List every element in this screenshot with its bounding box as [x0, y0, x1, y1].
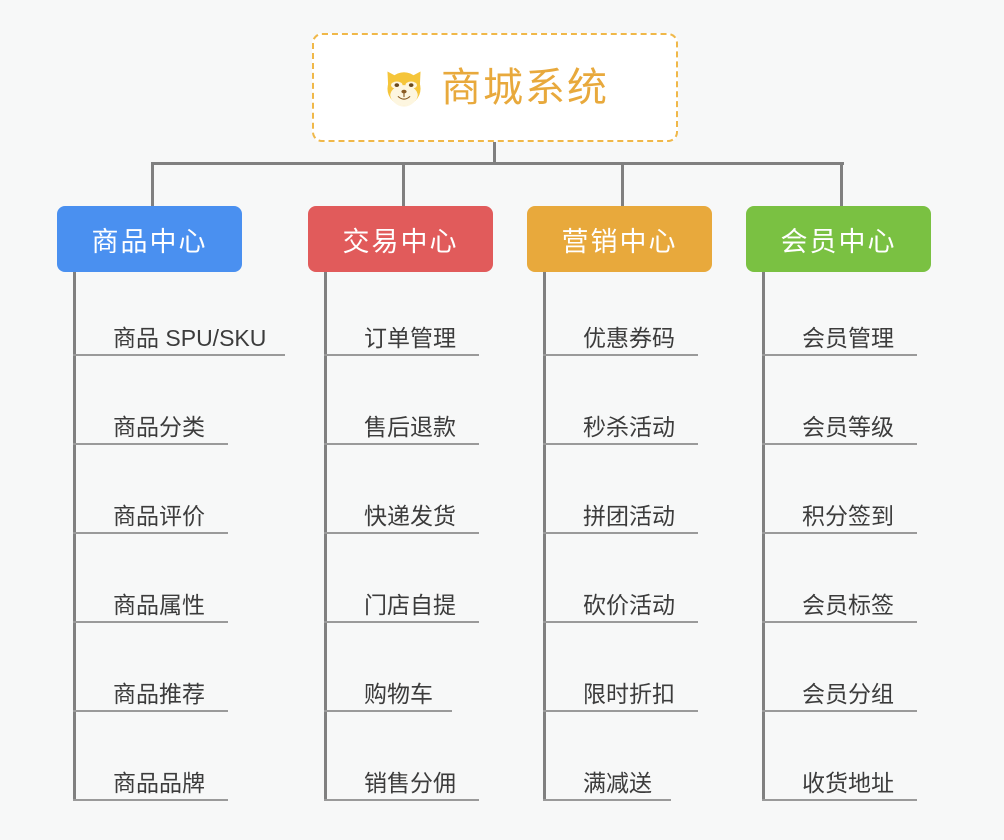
leaf-underline: [73, 532, 228, 534]
category-box-1[interactable]: 商品中心: [57, 206, 242, 272]
leaf-item-label: 商品推荐: [113, 681, 205, 707]
leaf-underline: [762, 710, 917, 712]
leaf-item-label: 会员等级: [802, 414, 894, 440]
branch-drop-connector-4: [840, 162, 843, 208]
leaf-underline: [762, 799, 917, 801]
leaf-item-label: 购物车: [364, 681, 433, 707]
leaf-item-label: 拼团活动: [583, 503, 675, 529]
root-title: 商城系统: [441, 65, 609, 110]
leaf-item-label: 限时折扣: [583, 681, 675, 707]
leaf-underline: [543, 710, 698, 712]
leaf-item-label: 秒杀活动: [583, 414, 675, 440]
leaf-underline: [543, 532, 698, 534]
category-label-1: 商品中心: [91, 226, 208, 257]
leaf-item-label: 商品品牌: [113, 770, 205, 796]
leaf-item-label: 订单管理: [364, 325, 456, 351]
leaf-underline: [73, 443, 228, 445]
branch-drop-connector-2: [402, 162, 405, 208]
branch-spine: [543, 272, 546, 799]
branch-spine: [324, 272, 327, 799]
leaf-underline: [73, 621, 228, 623]
root-stem-connector: [493, 142, 496, 164]
category-box-3[interactable]: 营销中心: [527, 206, 712, 272]
leaf-underline: [324, 799, 479, 801]
leaf-underline: [73, 799, 228, 801]
branch-drop-connector-3: [621, 162, 624, 208]
root-node[interactable]: 商城系统: [312, 33, 678, 142]
leaf-underline: [73, 354, 285, 356]
leaf-underline: [762, 532, 917, 534]
leaf-item-label: 商品分类: [113, 414, 205, 440]
category-label-3: 营销中心: [561, 226, 678, 257]
leaf-underline: [324, 354, 479, 356]
leaf-item-label: 快递发货: [364, 503, 456, 529]
leaf-item-label: 商品 SPU/SKU: [113, 325, 267, 351]
dog-face-icon: [387, 70, 421, 107]
leaf-item-label: 会员分组: [802, 681, 894, 707]
leaf-underline: [543, 443, 698, 445]
leaf-item-label: 销售分佣: [364, 770, 456, 796]
leaf-underline: [762, 621, 917, 623]
leaf-item-label: 商品评价: [113, 503, 205, 529]
leaf-item-label: 积分签到: [802, 503, 894, 529]
branch-drop-connector-1: [151, 162, 154, 208]
category-box-4[interactable]: 会员中心: [746, 206, 931, 272]
category-box-2[interactable]: 交易中心: [308, 206, 493, 272]
leaf-item-label: 商品属性: [113, 592, 205, 618]
leaf-underline: [762, 354, 917, 356]
leaf-item-label: 满减送: [583, 770, 652, 796]
leaf-underline: [543, 799, 671, 801]
leaf-item-label: 收货地址: [802, 770, 894, 796]
leaf-underline: [543, 354, 698, 356]
leaf-item-label: 门店自提: [364, 592, 456, 618]
leaf-underline: [762, 443, 917, 445]
category-label-4: 会员中心: [780, 226, 897, 257]
branch-spine: [73, 272, 76, 799]
leaf-underline: [324, 621, 479, 623]
leaf-underline: [543, 621, 698, 623]
leaf-underline: [73, 710, 228, 712]
leaf-item-label: 会员标签: [802, 592, 894, 618]
leaf-item-label: 会员管理: [802, 325, 894, 351]
leaf-underline: [324, 532, 479, 534]
leaf-underline: [324, 710, 452, 712]
category-label-2: 交易中心: [342, 226, 459, 257]
leaf-item-label: 砍价活动: [583, 592, 675, 618]
leaf-item-label: 售后退款: [364, 414, 456, 440]
branch-spine: [762, 272, 765, 799]
leaf-underline: [324, 443, 479, 445]
branch-bus-connector: [152, 162, 844, 165]
leaf-item-label: 优惠券码: [583, 325, 675, 351]
